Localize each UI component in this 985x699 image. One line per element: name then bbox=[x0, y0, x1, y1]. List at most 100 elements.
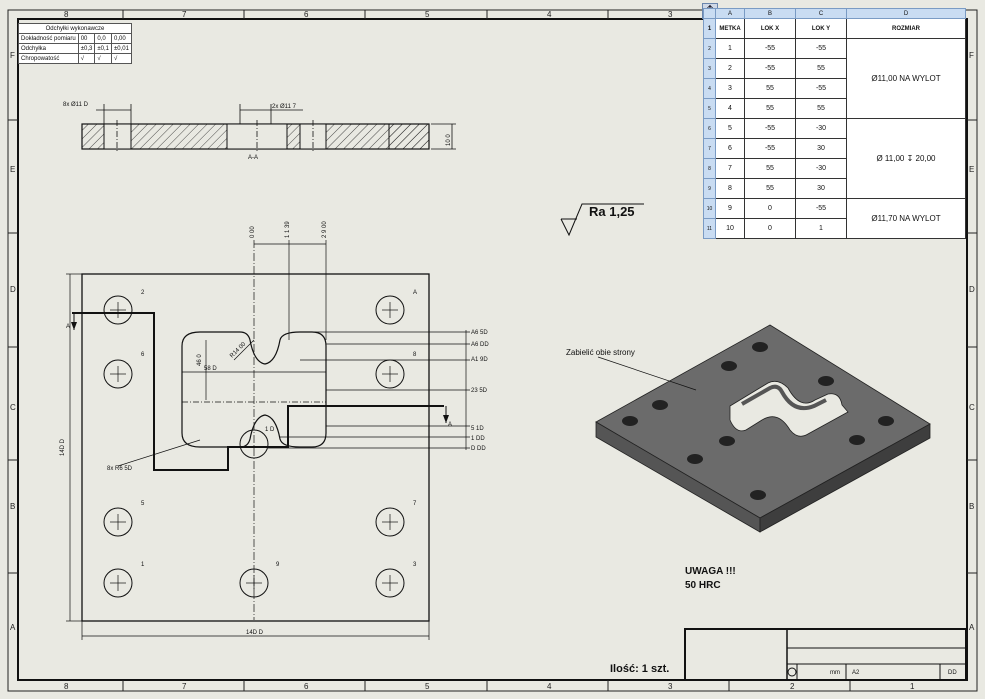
roughness-value: Ra 1,25 bbox=[589, 204, 635, 219]
row-number[interactable]: 11 bbox=[703, 218, 716, 239]
section-arrow-left bbox=[71, 313, 77, 330]
hole-table-letter-row: A B C D bbox=[703, 8, 966, 19]
slot-width-dimension: 58 D bbox=[204, 366, 217, 372]
hole-x: 0 bbox=[744, 218, 796, 239]
slot-height-dimension: 46 0 bbox=[197, 354, 203, 366]
zone-label-left: F bbox=[10, 51, 15, 60]
tolerance-title: Odchyłki wykonawcze bbox=[18, 23, 132, 34]
hole-tag: 2 bbox=[715, 58, 745, 79]
zone-label-left: E bbox=[10, 165, 15, 174]
hole-y: 1 bbox=[795, 218, 847, 239]
hole-y: 30 bbox=[795, 178, 847, 199]
right-dimension: 1 DD bbox=[471, 436, 485, 442]
hole-x: 55 bbox=[744, 78, 796, 99]
hole-tag: 5 bbox=[715, 118, 745, 139]
zone-label-left: D bbox=[10, 285, 16, 294]
tol-value: √ bbox=[94, 53, 112, 64]
note-warning: UWAGA !!! bbox=[685, 566, 736, 577]
zone-label-right: F bbox=[969, 51, 974, 60]
zone-label-left: C bbox=[10, 403, 16, 412]
row-number[interactable]: 8 bbox=[703, 158, 716, 179]
row-number[interactable]: 3 bbox=[703, 58, 716, 79]
row-number[interactable]: 9 bbox=[703, 178, 716, 199]
hole-tag: 8 bbox=[715, 178, 745, 199]
top-dimension: 1 1 39 bbox=[285, 221, 291, 238]
row-number[interactable]: 4 bbox=[703, 78, 716, 99]
tol-value: 0,0 bbox=[94, 33, 112, 44]
hole-y: 30 bbox=[795, 138, 847, 159]
col-letter-a[interactable]: A bbox=[715, 8, 745, 19]
hole-y: -55 bbox=[795, 78, 847, 99]
hole-size: Ø11,00 NA WYLOT bbox=[846, 38, 966, 119]
hole-tag: 3 bbox=[715, 78, 745, 99]
zone-label-right: B bbox=[969, 502, 974, 511]
zone-label-bottom: 7 bbox=[182, 682, 187, 691]
zone-label-bottom: 4 bbox=[547, 682, 552, 691]
header-tag: METKA bbox=[715, 18, 745, 39]
tol-value: ±0,3 bbox=[77, 43, 96, 54]
tol-label: Chropowatość bbox=[18, 53, 79, 64]
row-number[interactable]: 2 bbox=[703, 38, 716, 59]
top-dimension: 0 00 bbox=[250, 226, 256, 238]
col-letter-c[interactable]: C bbox=[795, 8, 847, 19]
isometric-callout: Zabielić obie strony bbox=[566, 348, 635, 357]
row-number[interactable]: 7 bbox=[703, 138, 716, 159]
zone-label-top: 4 bbox=[547, 10, 552, 19]
title-block bbox=[684, 628, 967, 681]
hole-size: Ø 11,00 ↧ 20,00 bbox=[846, 118, 966, 199]
hole-y: 55 bbox=[795, 98, 847, 119]
height-dimension: 14D D bbox=[60, 438, 66, 456]
tol-label: Odchyłka bbox=[18, 43, 79, 54]
hole-x: 55 bbox=[744, 158, 796, 179]
zone-label-bottom: 1 bbox=[910, 682, 915, 691]
top-dimension: 2 9 00 bbox=[322, 221, 328, 238]
quantity-label: Ilość: 1 szt. bbox=[610, 663, 670, 675]
tol-value: √ bbox=[110, 53, 132, 64]
hole-label: 9 bbox=[276, 562, 280, 568]
right-dimension: A6 DD bbox=[471, 342, 489, 348]
tol-value: ±0,01 bbox=[110, 43, 132, 54]
title-block-unit: mm bbox=[830, 670, 840, 676]
row-number[interactable]: 6 bbox=[703, 118, 716, 139]
width-dimension: 14D D bbox=[246, 630, 264, 636]
hole-label: 7 bbox=[413, 501, 417, 507]
row-number[interactable]: 5 bbox=[703, 98, 716, 119]
header-x: LOK X bbox=[744, 18, 796, 39]
zone-label-bottom: 8 bbox=[64, 682, 69, 691]
row-corner[interactable] bbox=[703, 8, 716, 19]
hole-y: -30 bbox=[795, 158, 847, 179]
tol-value: 0,00 bbox=[110, 33, 132, 44]
hole-x: 55 bbox=[744, 98, 796, 119]
isometric-view bbox=[595, 324, 931, 533]
right-dimension: A6 5D bbox=[471, 330, 488, 336]
right-dimension: 23 5D bbox=[471, 388, 488, 394]
row-number[interactable]: 10 bbox=[703, 198, 716, 219]
hole-tag: 4 bbox=[715, 98, 745, 119]
zone-label-right: E bbox=[969, 165, 974, 174]
row-number[interactable]: 1 bbox=[703, 18, 716, 39]
zone-label-bottom: 5 bbox=[425, 682, 430, 691]
header-size: ROZMIAR bbox=[846, 18, 966, 39]
hole-y: -55 bbox=[795, 38, 847, 59]
right-dimension: D DD bbox=[471, 446, 486, 452]
zone-label-right: D bbox=[969, 285, 975, 294]
zone-label-bottom: 2 bbox=[790, 682, 795, 691]
section-arrow-right bbox=[443, 406, 449, 423]
hole-tag: 1 bbox=[715, 38, 745, 59]
hole-tag: 9 bbox=[715, 198, 745, 219]
title-block-scale: DD bbox=[948, 670, 957, 676]
zone-label-left: B bbox=[10, 502, 15, 511]
col-letter-d[interactable]: D bbox=[846, 8, 966, 19]
tol-value: 00 bbox=[77, 33, 96, 44]
tol-value: ±0,1 bbox=[94, 43, 112, 54]
col-letter-b[interactable]: B bbox=[744, 8, 796, 19]
hole-label: A bbox=[413, 290, 417, 296]
